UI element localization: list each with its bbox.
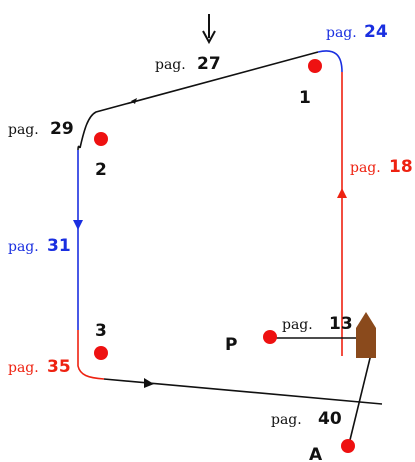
- svg-text:24: 24: [364, 22, 388, 42]
- leg-corner-top-left: [77, 145, 81, 151]
- buoy-icon: [94, 132, 108, 146]
- label-pag-29: pag. 29: [8, 119, 74, 139]
- leg-right-arrow: [337, 188, 347, 198]
- leg-corner-bottom-left: [77, 330, 105, 380]
- svg-text:40: 40: [318, 409, 342, 429]
- leg-corner-top-right: [317, 50, 343, 73]
- boat-to-a-line: [348, 349, 373, 445]
- buoy-icon: [308, 59, 322, 73]
- leg-left-arrow: [73, 220, 83, 230]
- boat-icon: [356, 312, 376, 358]
- leg-top-arrow: [131, 98, 137, 104]
- svg-text:pag.: pag.: [350, 160, 381, 176]
- mark-p-label: P: [225, 335, 237, 355]
- svg-text:13: 13: [329, 314, 353, 334]
- svg-text:pag.: pag.: [271, 412, 302, 428]
- svg-text:35: 35: [47, 357, 71, 377]
- svg-text:pag.: pag.: [8, 122, 39, 138]
- label-pag-40: pag. 40: [271, 409, 342, 429]
- label-pag-35: pag. 35: [8, 357, 71, 377]
- svg-text:18: 18: [389, 157, 413, 177]
- leg-top: [79, 51, 319, 149]
- svg-text:pag.: pag.: [155, 57, 186, 73]
- label-pag-24: pag. 24: [326, 22, 388, 42]
- label-pag-31: pag. 31: [8, 236, 71, 256]
- svg-text:pag.: pag.: [282, 317, 313, 333]
- buoy-icon: [263, 330, 277, 344]
- buoy-icon: [341, 439, 355, 453]
- svg-text:pag.: pag.: [8, 360, 39, 376]
- label-pag-13: pag. 13: [282, 314, 353, 334]
- leg-bottom-arrow: [144, 378, 154, 388]
- label-pag-27: pag. 27: [155, 54, 221, 74]
- svg-text:27: 27: [197, 54, 221, 74]
- svg-text:31: 31: [47, 236, 71, 256]
- svg-text:pag.: pag.: [8, 239, 39, 255]
- label-pag-18: pag. 18: [350, 157, 413, 177]
- svg-text:pag.: pag.: [326, 25, 357, 41]
- mark-a-label: A: [309, 445, 323, 462]
- mark-1-label: 1: [299, 88, 311, 108]
- mark-3-label: 3: [95, 321, 107, 341]
- mark-2-label: 2: [95, 160, 107, 180]
- svg-text:29: 29: [50, 119, 74, 139]
- buoy-icon: [94, 346, 108, 360]
- wind-arrow-icon: [202, 14, 216, 45]
